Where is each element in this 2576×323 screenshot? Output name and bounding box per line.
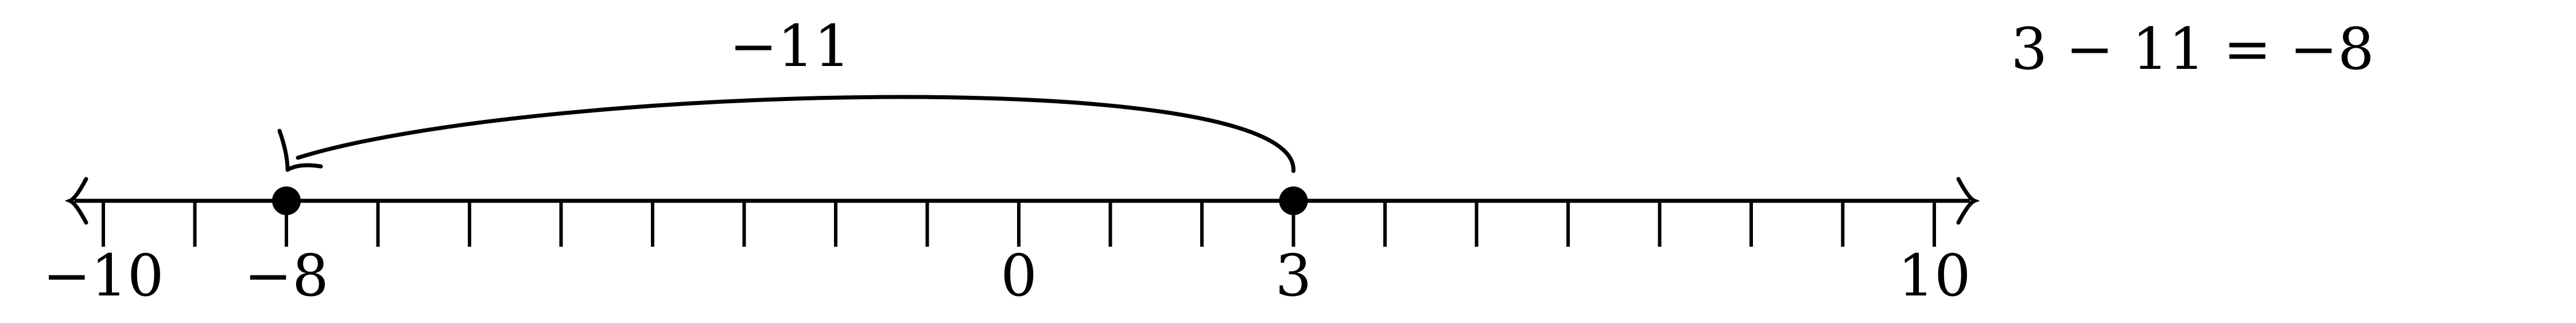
- equation-text: 3 − 11 = −8: [2011, 15, 2374, 83]
- tick-label: 0: [1000, 242, 1037, 309]
- tick-labels: −10 −8 0 3 10: [42, 242, 1970, 309]
- point-dot: [272, 186, 301, 215]
- tick-marks: [102, 201, 1936, 247]
- plotted-points: [272, 186, 1308, 215]
- tick-label: 3: [1275, 242, 1312, 309]
- jump-arc: [296, 95, 1296, 173]
- tick-label: −10: [42, 242, 164, 309]
- jump-label: −11: [730, 13, 851, 80]
- left-arrowhead-icon: [64, 177, 88, 225]
- right-arrowhead-icon: [1956, 177, 1980, 225]
- point-dot: [1279, 186, 1308, 215]
- jump-arrowhead-icon: [277, 129, 323, 172]
- tick-label: −8: [244, 242, 328, 309]
- tick-label: 10: [1898, 242, 1970, 309]
